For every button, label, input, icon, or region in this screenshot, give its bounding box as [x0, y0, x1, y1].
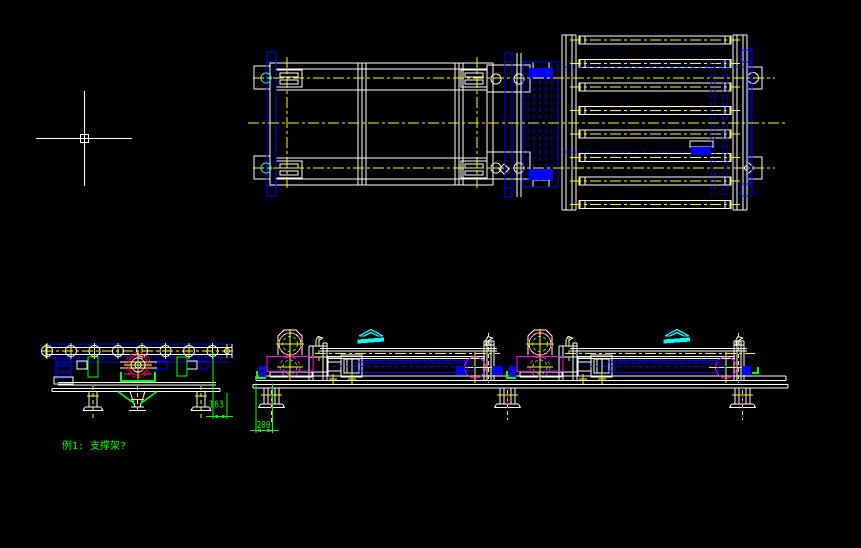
flow-symbol — [357, 328, 384, 344]
frame-outline — [253, 62, 494, 186]
chain-hidden-lines — [565, 60, 745, 195]
base-rails — [252, 375, 789, 389]
coupling-circle — [513, 73, 525, 85]
flow-symbol — [663, 328, 690, 344]
dim-163-text: 163 — [209, 400, 224, 411]
coupling-circle — [490, 73, 502, 85]
unit1-green-bracket — [256, 371, 266, 379]
side-view-conveyor: 200 — [250, 328, 789, 433]
rail-blue-lines — [48, 343, 231, 379]
dimension-163: 163 — [206, 352, 233, 419]
motor-mount-bracket — [120, 372, 156, 382]
main-centerlines — [248, 77, 785, 169]
motor-crosshair — [124, 351, 152, 379]
roller-end-ticks — [579, 36, 731, 209]
drive-unit-2 — [506, 328, 759, 384]
unit2-chain-guide — [607, 360, 726, 373]
unit2-crosshairs — [526, 329, 743, 384]
chain-block — [529, 169, 553, 180]
highlight-box — [516, 356, 564, 372]
left-frame-assembly — [253, 51, 494, 197]
crosshair-lines — [36, 91, 132, 186]
leg-tick-crosses — [87, 395, 207, 400]
brace-diagonals — [117, 390, 158, 405]
unit2-axis-hidden — [568, 333, 739, 383]
dimension-200: 200 — [250, 383, 279, 433]
junction-shaft-strip — [504, 52, 559, 198]
drive-key-diamond — [498, 163, 510, 175]
drive-unit-1 — [256, 328, 503, 384]
tensioner-block — [691, 147, 711, 155]
unit1-chain-guide — [355, 360, 475, 373]
caption-text: 例1: 支撑架? — [62, 439, 126, 452]
crosshair-cursor[interactable] — [36, 91, 132, 186]
rollers — [578, 35, 763, 209]
top-view-plan — [248, 34, 785, 211]
highlight-box — [266, 356, 314, 372]
roller-centerlines — [570, 39, 740, 205]
unit1-axis-hidden — [318, 333, 489, 383]
left-shaft-strip — [266, 51, 277, 197]
motor-assembly — [120, 351, 156, 382]
front-view-left: 163 — [41, 343, 236, 419]
junction-assembly — [486, 52, 559, 198]
junction-hidden-lines — [527, 66, 553, 183]
unit2-green-bracket — [506, 367, 759, 379]
chain-block — [529, 68, 553, 79]
unit1-crosshairs — [276, 329, 492, 384]
leg-centerlines — [92, 386, 202, 418]
foot-hidden-marks — [271, 396, 743, 408]
pickbox — [80, 134, 89, 143]
right-shaft-strip — [740, 47, 753, 197]
green-guides — [87, 356, 188, 378]
dim-200-text: 200 — [257, 420, 271, 431]
frame-centerlines — [286, 57, 478, 191]
